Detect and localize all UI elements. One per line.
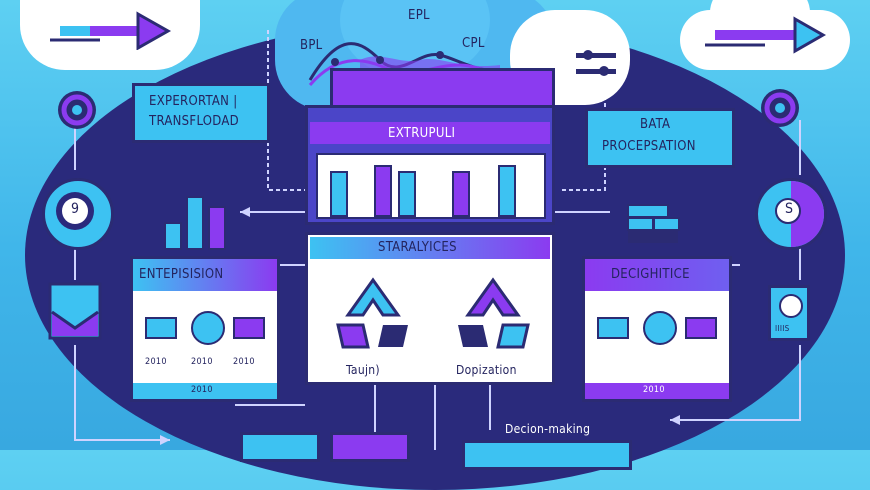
left-panel-value: 2010 bbox=[145, 357, 167, 367]
right-panel: DECIGHITICE 2010 bbox=[582, 256, 732, 402]
bottom-box-cyan bbox=[240, 432, 320, 462]
bottom-box-purple bbox=[330, 432, 410, 462]
left-panel-footer: 2010 bbox=[191, 385, 213, 395]
right-panel-title: DECIGHITICE bbox=[611, 267, 690, 282]
pie-icon bbox=[643, 311, 677, 345]
icon-card bbox=[233, 317, 265, 339]
arrow-right-icon bbox=[705, 16, 827, 54]
left-panel-value: 2010 bbox=[191, 357, 213, 367]
device-icon: IIIIS bbox=[768, 285, 810, 341]
recycle-icon bbox=[458, 277, 530, 349]
left-panel-value: 2010 bbox=[233, 357, 255, 367]
recycle-icon bbox=[336, 277, 408, 349]
center-top-title: EXTRUPULI bbox=[388, 126, 456, 141]
gear-icon bbox=[761, 89, 799, 127]
arrow-right-icon bbox=[50, 11, 172, 50]
icon-card bbox=[145, 317, 177, 339]
extract-transform-box: EXPERORTAN | TRANSFLODAD bbox=[132, 83, 270, 143]
left-gauge: 9 bbox=[42, 178, 114, 250]
icon-card bbox=[685, 317, 717, 339]
center-chart-panel: EXTRUPULI bbox=[305, 105, 555, 225]
analytics-panel: STARALYICES Taujn) Dopization bbox=[305, 232, 555, 385]
decision-box bbox=[462, 440, 632, 470]
device-label: IIIIS bbox=[775, 324, 790, 333]
extract-subtitle: TRANSFLODAD bbox=[149, 114, 239, 129]
center-stack-back bbox=[330, 68, 555, 108]
analytics-left-caption: Taujn) bbox=[346, 363, 380, 377]
right-gauge: S bbox=[755, 178, 827, 250]
right-panel-footer: 2010 bbox=[643, 385, 665, 395]
cloud-label-bpl: BPL bbox=[300, 38, 323, 53]
analytics-right-caption: Dopization bbox=[456, 363, 517, 377]
right-gauge-value: S bbox=[785, 201, 794, 217]
left-panel-title: ENTEPISISION bbox=[139, 267, 224, 282]
slider-icon bbox=[576, 50, 616, 76]
cloud-label-epl: EPL bbox=[408, 8, 430, 23]
cloud-label-cpl: CPL bbox=[462, 36, 485, 51]
extract-title: EXPERORTAN | bbox=[149, 94, 238, 109]
data-title: BATA bbox=[640, 117, 671, 132]
data-subtitle: PROCEPSATION bbox=[602, 139, 696, 154]
device-icon bbox=[48, 282, 102, 340]
server-stack-icon bbox=[627, 204, 680, 243]
icon-card bbox=[597, 317, 629, 339]
pie-icon bbox=[191, 311, 225, 345]
left-gauge-value: 9 bbox=[71, 201, 80, 217]
data-processing-box: BATA PROCEPSATION bbox=[585, 108, 735, 168]
bar-chart-icon bbox=[160, 190, 235, 250]
left-panel: ENTEPISISION 2010 2010 2010 2010 bbox=[130, 256, 280, 402]
decision-label: Decion-making bbox=[505, 422, 591, 436]
analytics-title: STARALYICES bbox=[378, 240, 457, 255]
gear-icon bbox=[58, 91, 96, 129]
center-bar-chart bbox=[316, 153, 546, 219]
